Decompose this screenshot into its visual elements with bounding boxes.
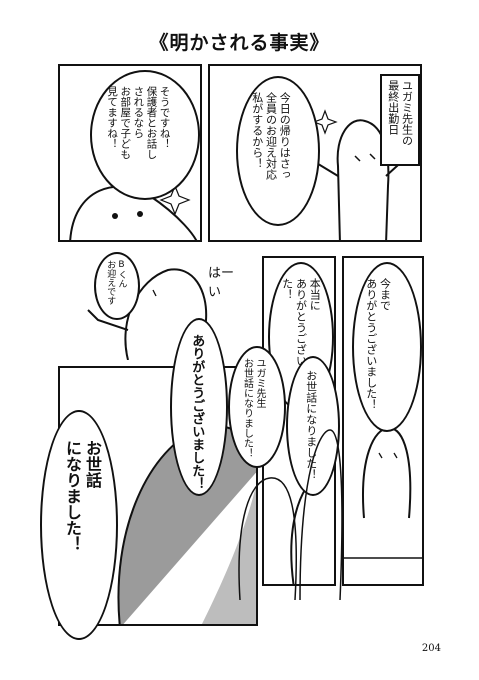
speech-text: ありがとうございました！ xyxy=(189,334,205,490)
speech-bubble xyxy=(352,262,422,432)
speech-bubble-large xyxy=(40,410,118,640)
character-drawing xyxy=(87,268,208,360)
speech-bubble xyxy=(94,252,140,320)
speech-text: 今まで ありがとうございました！ xyxy=(364,278,392,410)
panel-4: 今まで ありがとうございました！ xyxy=(342,256,424,586)
speech-bubble xyxy=(228,346,286,468)
speech-text: Bくん お迎えです xyxy=(105,260,127,305)
speech-text: ユガミ先生 お世話になりました！ xyxy=(241,358,266,458)
panel-3: Bくん お迎えです はーい xyxy=(58,250,238,360)
page-number: 204 xyxy=(421,643,441,654)
page-title: 《明かされる事実》 xyxy=(149,32,330,54)
caption-text: ユガミ先生の 最終出勤日 xyxy=(386,80,414,146)
speech-bubble xyxy=(170,318,228,496)
speech-bubble xyxy=(90,70,200,200)
sound-effect: はーい xyxy=(208,266,235,300)
speech-text: 今日の帰りはさっ 全員のお迎え対応 私がするから！ xyxy=(250,92,292,180)
speech-text: そうですね！ 保護者とお話し されるなら お部屋で子ども 見てますね！ xyxy=(106,86,171,160)
speech-text: お世話になりました！ xyxy=(304,370,318,480)
panel-2: 今日の帰りはさっ 全員のお迎え対応 私がするから！ ユガミ先生の 最終出勤日 xyxy=(208,64,422,242)
panel-1: そうですね！ 保護者とお話し されるなら お部屋で子ども 見てますね！ xyxy=(58,64,202,242)
caption-box xyxy=(380,74,420,166)
speech-text-large: お世話 になりました！ xyxy=(63,440,102,552)
speech-bubble xyxy=(236,76,320,226)
